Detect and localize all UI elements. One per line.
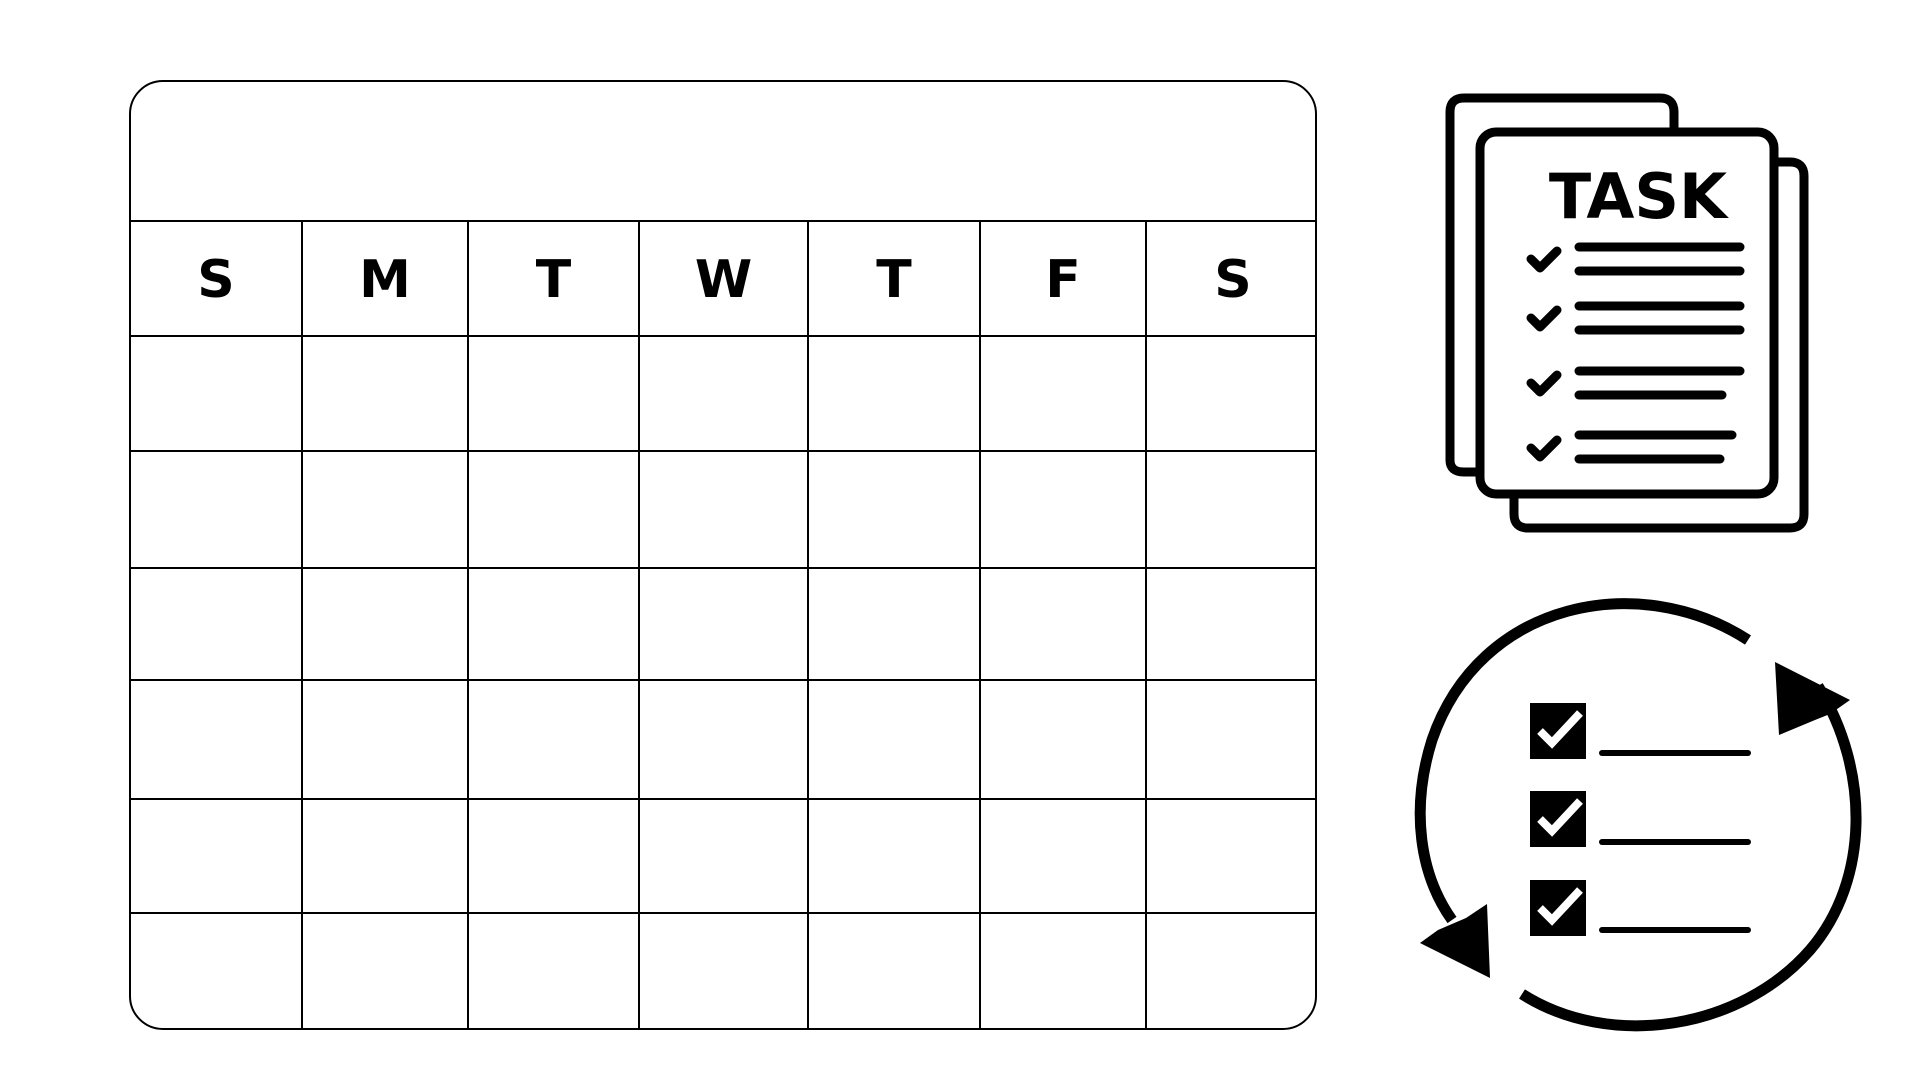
calendar-day-cell xyxy=(131,569,303,681)
calendar-day-cell xyxy=(469,800,640,914)
calendar-day-cell xyxy=(469,452,640,569)
day-header-wednesday: W xyxy=(640,221,809,337)
calendar-day-cell xyxy=(809,914,981,1028)
calendar-day-cell xyxy=(809,337,981,452)
calendar-day-cell xyxy=(1147,681,1315,800)
calendar-day-cell xyxy=(303,914,469,1028)
calendar-grid: S M T W T F S xyxy=(129,80,1317,1030)
day-header-thursday: T xyxy=(809,221,981,337)
calendar-day-cell xyxy=(469,681,640,800)
calendar-day-cell xyxy=(131,914,303,1028)
calendar-day-cell xyxy=(469,914,640,1028)
recurring-checklist-icon xyxy=(1414,598,1862,1032)
calendar-title-area xyxy=(131,82,1315,222)
calendar-day-cell xyxy=(640,569,809,681)
calendar-day-cell xyxy=(981,452,1147,569)
calendar-day-cell xyxy=(1147,569,1315,681)
day-header-sunday: S xyxy=(131,221,303,337)
day-header-tuesday: T xyxy=(469,221,640,337)
calendar-day-cell xyxy=(640,337,809,452)
day-header-saturday: S xyxy=(1147,221,1315,337)
calendar-day-cell xyxy=(131,452,303,569)
calendar-day-cell xyxy=(131,681,303,800)
calendar-day-cell xyxy=(640,681,809,800)
calendar-day-cell xyxy=(809,800,981,914)
calendar-day-cell xyxy=(1147,337,1315,452)
calendar-day-cell xyxy=(809,681,981,800)
day-header-monday: M xyxy=(303,221,469,337)
day-header-friday: F xyxy=(981,221,1147,337)
calendar-day-cell xyxy=(131,337,303,452)
calendar-day-cell xyxy=(469,569,640,681)
calendar-day-cell xyxy=(809,452,981,569)
checked-box-list xyxy=(1530,703,1751,936)
calendar-day-cell xyxy=(303,800,469,914)
calendar-day-cell xyxy=(981,337,1147,452)
task-icon-label: TASK xyxy=(1549,160,1729,233)
calendar-day-cell xyxy=(981,681,1147,800)
calendar-day-cell xyxy=(640,800,809,914)
calendar-day-cell xyxy=(131,800,303,914)
calendar-day-cell xyxy=(303,452,469,569)
calendar-day-cell xyxy=(303,569,469,681)
calendar-day-cell xyxy=(981,800,1147,914)
calendar-day-cell xyxy=(303,337,469,452)
calendar-day-cell xyxy=(640,914,809,1028)
calendar-day-cell xyxy=(640,452,809,569)
calendar-day-cell xyxy=(303,681,469,800)
calendar-day-cell xyxy=(809,569,981,681)
calendar-day-cell xyxy=(1147,452,1315,569)
calendar-day-cell xyxy=(981,914,1147,1028)
task-list-icon: TASK xyxy=(1445,93,1809,533)
calendar-day-cell xyxy=(1147,800,1315,914)
calendar-day-cell xyxy=(1147,914,1315,1028)
calendar-cells: S M T W T F S xyxy=(131,221,1315,1028)
calendar-day-cell xyxy=(469,337,640,452)
calendar-day-cell xyxy=(981,569,1147,681)
